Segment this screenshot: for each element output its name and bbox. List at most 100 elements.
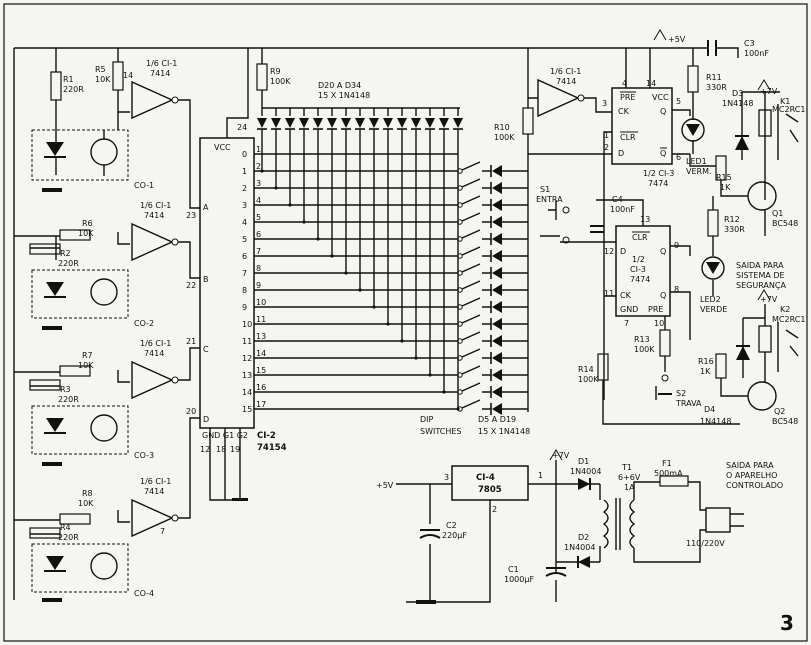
junction-dot (400, 339, 404, 343)
svg-text:D3: D3 (732, 89, 743, 98)
resistor-r9 (256, 63, 268, 91)
svg-text:R13: R13 (634, 335, 650, 344)
svg-text:13: 13 (640, 215, 650, 224)
junction-dot (414, 356, 418, 360)
diode-icon (492, 165, 502, 177)
diode-icon (425, 118, 435, 128)
svg-text:4: 4 (622, 79, 627, 88)
diode-d1-icon (578, 478, 590, 490)
svg-text:10K: 10K (78, 499, 94, 508)
svg-text:R9: R9 (270, 67, 281, 76)
svg-text:S2: S2 (676, 389, 686, 398)
junction-dot (358, 288, 362, 292)
dip-switch-lever (461, 348, 481, 358)
svg-text:R7: R7 (82, 351, 93, 360)
ground-icon (416, 600, 436, 604)
svg-text:7805: 7805 (478, 485, 502, 495)
sensor-group-1: R1 220R R5 10K CO-1 1/6 CI-1 7414 14 23 … (31, 48, 209, 220)
svg-text:TRAVA: TRAVA (675, 399, 702, 408)
svg-text:LED2: LED2 (700, 295, 721, 304)
diode-d2-icon (578, 556, 590, 568)
junction-dot (442, 390, 446, 394)
junction-dot (386, 322, 390, 326)
svg-text:7414: 7414 (144, 211, 164, 220)
decoder-output-label: 4 (242, 218, 247, 227)
svg-text:100K: 100K (578, 375, 599, 384)
junction-dot (274, 186, 278, 190)
dip-switch-contact (457, 304, 463, 310)
svg-text:CI-3: CI-3 (630, 265, 646, 274)
decoder-output-pin: 17 (256, 400, 266, 409)
ground-symbols (42, 188, 436, 604)
ground-icon (42, 462, 62, 466)
junction-dot (316, 237, 320, 241)
decoder-output-label: 12 (242, 354, 252, 363)
svg-text:R4: R4 (60, 523, 71, 532)
decoder-output-pin: 13 (256, 332, 266, 341)
svg-text:B: B (203, 275, 209, 284)
dip-switch-lever (461, 212, 481, 222)
sensor-group-4: R8 10K R4 220R CO-4 1/6 CI-1 7414 7 20 D (14, 407, 209, 598)
svg-text:CO-3: CO-3 (134, 451, 154, 460)
svg-text:1N4004: 1N4004 (570, 467, 601, 476)
svg-text:1: 1 (538, 471, 543, 480)
led-icon (46, 418, 64, 432)
svg-text:330R: 330R (706, 83, 727, 92)
dip-switch-lever (461, 365, 481, 375)
svg-text:18: 18 (216, 445, 226, 454)
svg-text:CI-4: CI-4 (476, 473, 495, 483)
svg-text:+7V: +7V (760, 87, 778, 96)
transformer-t1 (602, 499, 609, 549)
decoder-output-pin: 8 (256, 264, 261, 273)
svg-text:1A: 1A (624, 483, 635, 492)
svg-text:CONTROLADO: CONTROLADO (726, 481, 783, 490)
svg-text:7474: 7474 (648, 179, 668, 188)
decoder-output-pin: 9 (256, 281, 261, 290)
svg-text:12: 12 (200, 445, 210, 454)
svg-text:24: 24 (237, 123, 247, 132)
svg-text:+5V: +5V (668, 35, 686, 44)
schmitt-gate-3 (131, 360, 174, 400)
svg-text:C2: C2 (446, 521, 457, 530)
svg-text:1/2: 1/2 (632, 255, 645, 264)
diode-icon (355, 118, 365, 128)
dip-switch-contact (457, 389, 463, 395)
svg-text:7414: 7414 (144, 487, 164, 496)
decoder-output-pin: 3 (256, 179, 261, 188)
diode-icon (257, 118, 267, 128)
svg-text:PRE: PRE (648, 305, 663, 314)
svg-text:1/6 CI-1: 1/6 CI-1 (140, 339, 171, 348)
svg-text:C: C (203, 345, 209, 354)
svg-text:CLR: CLR (632, 233, 648, 242)
svg-text:D: D (620, 247, 626, 256)
diode-icon (271, 118, 281, 128)
diode-icon (411, 118, 421, 128)
svg-text:SEGURANÇA: SEGURANÇA (736, 281, 786, 290)
sensor-group-2: R6 10K R2 220R CO-2 1/6 CI-1 7414 22 B (14, 201, 209, 328)
svg-text:23: 23 (186, 211, 196, 220)
phototransistor-icon (90, 278, 118, 306)
svg-text:+7V: +7V (760, 295, 778, 304)
decoder-output-label: 13 (242, 371, 252, 380)
diode-bank-top: R9 100K D20 A D34 15 X 1N4148 (256, 48, 463, 411)
svg-text:7474: 7474 (630, 275, 650, 284)
svg-text:74154: 74154 (257, 443, 287, 453)
decoder-output-label: 6 (242, 252, 247, 261)
diode-icon (492, 250, 502, 262)
svg-text:15 X 1N4148: 15 X 1N4148 (478, 427, 530, 436)
switch-s1: S1 ENTRA C4 100nF (536, 185, 635, 244)
diode-icon (383, 118, 393, 128)
dip-switch-lever (461, 263, 481, 273)
svg-text:R8: R8 (82, 489, 93, 498)
svg-text:10K: 10K (95, 75, 111, 84)
svg-text:1000µF: 1000µF (504, 575, 534, 584)
svg-text:20: 20 (186, 407, 196, 416)
decoder-output-pin: 6 (256, 230, 261, 239)
decoder-output-label: 9 (242, 303, 247, 312)
dip-switch-lever (461, 229, 481, 239)
svg-text:SAIDA PARA: SAIDA PARA (736, 261, 784, 270)
svg-text:+7V: +7V (552, 451, 570, 460)
svg-text:R11: R11 (706, 73, 722, 82)
diode-icon (369, 118, 379, 128)
svg-text:Q: Q (660, 107, 666, 116)
